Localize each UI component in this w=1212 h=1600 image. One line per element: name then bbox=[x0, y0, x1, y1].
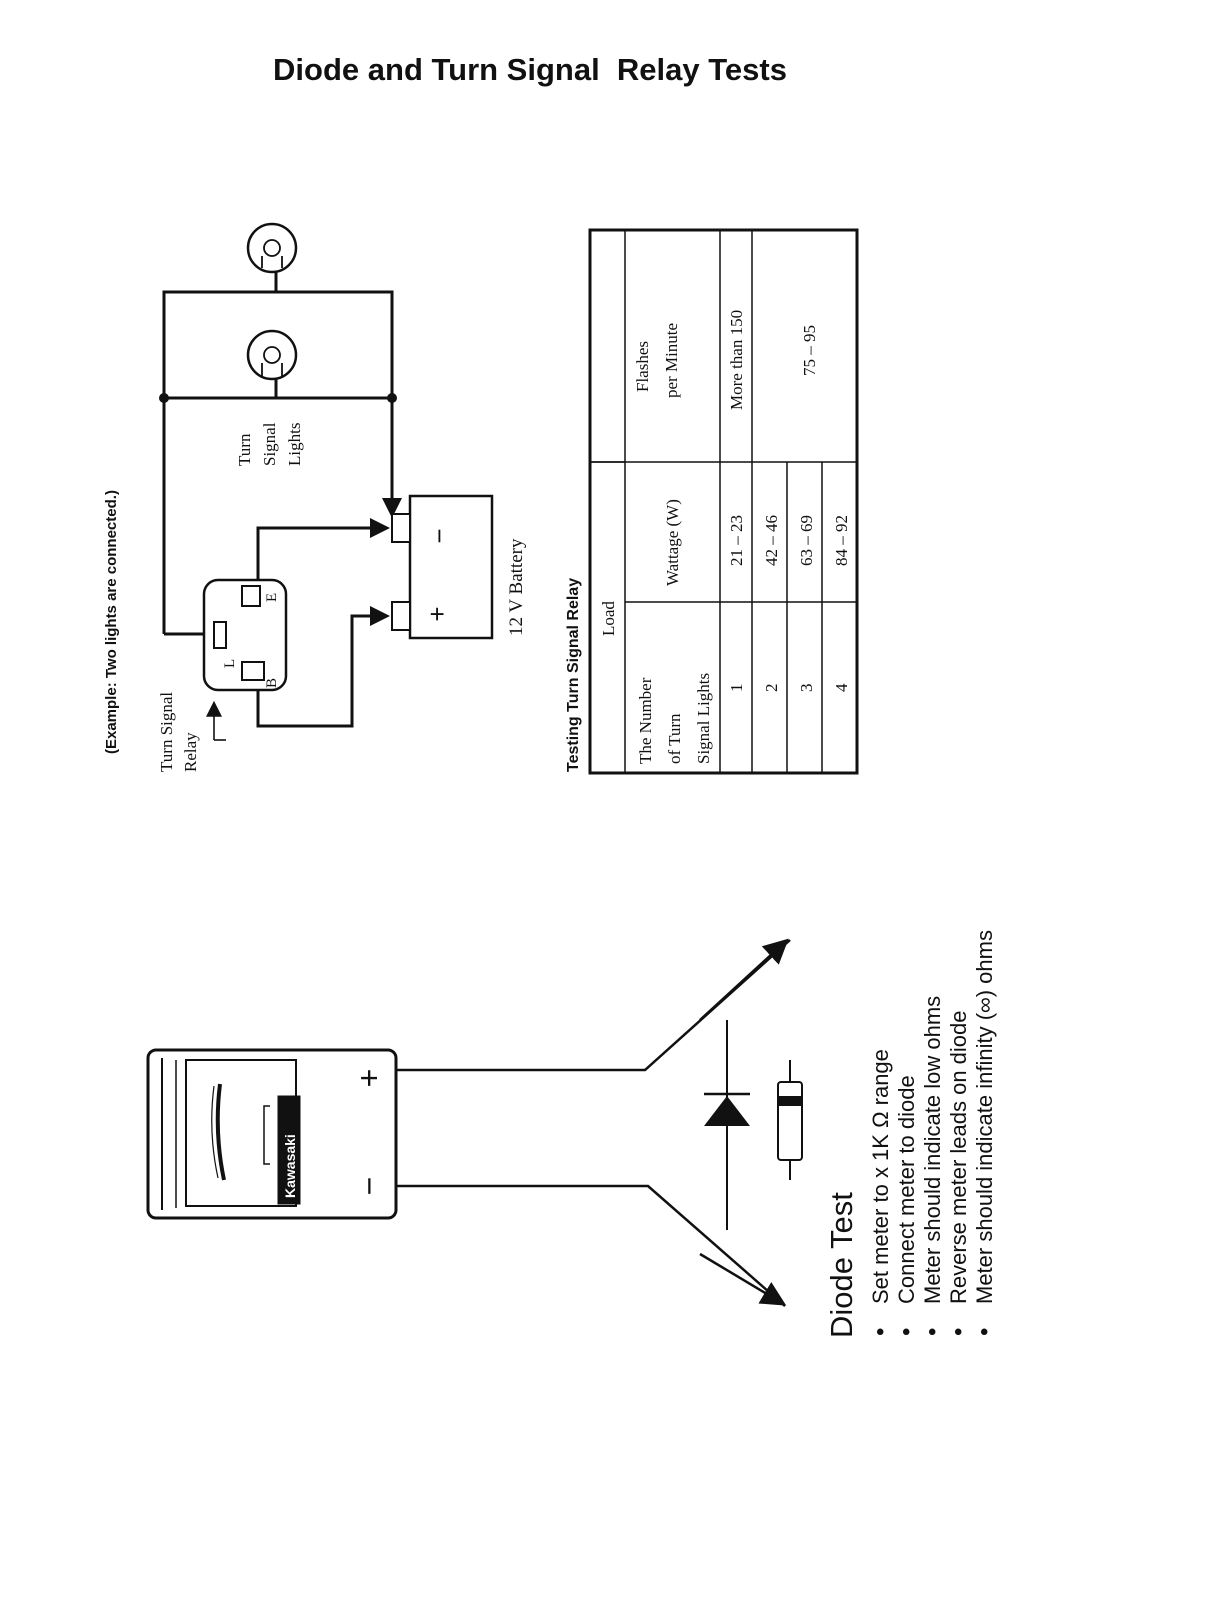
diode-step: Set meter to x 1K Ω range bbox=[868, 1049, 893, 1304]
bullet-icon: • bbox=[945, 1328, 972, 1336]
bullet-icon: • bbox=[971, 1328, 998, 1336]
diode-symbol bbox=[704, 1020, 750, 1230]
diode-test-text: Diode Test • • • • • Set meter to x 1K Ω… bbox=[824, 930, 998, 1338]
col1-header-line: The Number bbox=[636, 677, 655, 764]
multimeter: Kawasaki + − bbox=[146, 1048, 398, 1220]
row-wattage: 42 – 46 bbox=[762, 515, 781, 566]
row-wattage: 84 – 92 bbox=[832, 515, 851, 566]
terminal-b-label: B bbox=[264, 678, 280, 688]
bullet-icon: • bbox=[867, 1328, 894, 1336]
lights-label-line: Lights bbox=[285, 423, 304, 466]
battery-minus-sign: − bbox=[424, 528, 454, 543]
diode-step: Meter should indicate infinity (∞) ohms bbox=[972, 930, 997, 1304]
junction-dot bbox=[159, 393, 169, 403]
diode-component bbox=[777, 1060, 803, 1180]
battery-plus-sign: + bbox=[422, 606, 452, 621]
diode-test-illustration: Kawasaki + − bbox=[146, 938, 803, 1307]
relay-label-line: Relay bbox=[181, 732, 200, 772]
bullet-icon: • bbox=[893, 1328, 920, 1336]
relay-test-table: Testing Turn Signal Relay Load The Numbe… bbox=[565, 228, 859, 775]
diode-step: Reverse meter leads on diode bbox=[946, 1011, 971, 1305]
junction-dot bbox=[387, 393, 397, 403]
bulb-icon bbox=[246, 329, 298, 381]
row-flashes: More than 150 bbox=[727, 310, 746, 410]
battery-label: 12 V Battery bbox=[506, 538, 527, 636]
col2-header: Wattage (W) bbox=[663, 499, 682, 586]
table-caption: Testing Turn Signal Relay bbox=[565, 578, 582, 772]
diode-step: Meter should indicate low ohms bbox=[920, 996, 945, 1304]
row-lights: 3 bbox=[797, 684, 816, 693]
relay-label-line: Turn Signal bbox=[157, 692, 176, 772]
battery-box: − + bbox=[391, 494, 494, 640]
row-lights: 1 bbox=[727, 684, 746, 693]
lights-label-line: Signal bbox=[260, 422, 279, 466]
page-title: Diode and Turn Signal Relay Tests bbox=[273, 52, 787, 87]
diode-test-heading: Diode Test bbox=[824, 1192, 859, 1338]
relay-wiring-diagram: (Example: Two lights are connected.) bbox=[103, 222, 527, 772]
bulb-icon bbox=[246, 222, 298, 274]
bullet-icon: • bbox=[919, 1328, 946, 1336]
relay-box: L B E bbox=[202, 578, 288, 692]
lights-label-line: Turn bbox=[235, 433, 254, 466]
load-header: Load bbox=[599, 601, 618, 636]
col3-header-line: per Minute bbox=[662, 323, 681, 398]
row-lights: 2 bbox=[762, 684, 781, 693]
col1-header-line: of Turn bbox=[665, 713, 684, 764]
terminal-l-label: L bbox=[222, 659, 238, 668]
row-flashes: 75 – 95 bbox=[800, 325, 819, 376]
col3-header-line: Flashes bbox=[633, 341, 652, 392]
col1-header-line: Signal Lights bbox=[694, 673, 713, 764]
lead-arrow bbox=[699, 1252, 787, 1306]
example-note: (Example: Two lights are connected.) bbox=[103, 490, 120, 754]
meter-brand: Kawasaki bbox=[282, 1134, 298, 1198]
row-wattage: 21 – 23 bbox=[727, 515, 746, 566]
meter-plus-sign: + bbox=[351, 1069, 387, 1088]
diode-step: Connect meter to diode bbox=[894, 1075, 919, 1304]
terminal-e-label: E bbox=[264, 593, 280, 602]
row-lights: 4 bbox=[832, 683, 851, 692]
meter-minus-sign: − bbox=[351, 1177, 387, 1196]
lead-arrow bbox=[699, 938, 789, 1021]
row-wattage: 63 – 69 bbox=[797, 515, 816, 566]
